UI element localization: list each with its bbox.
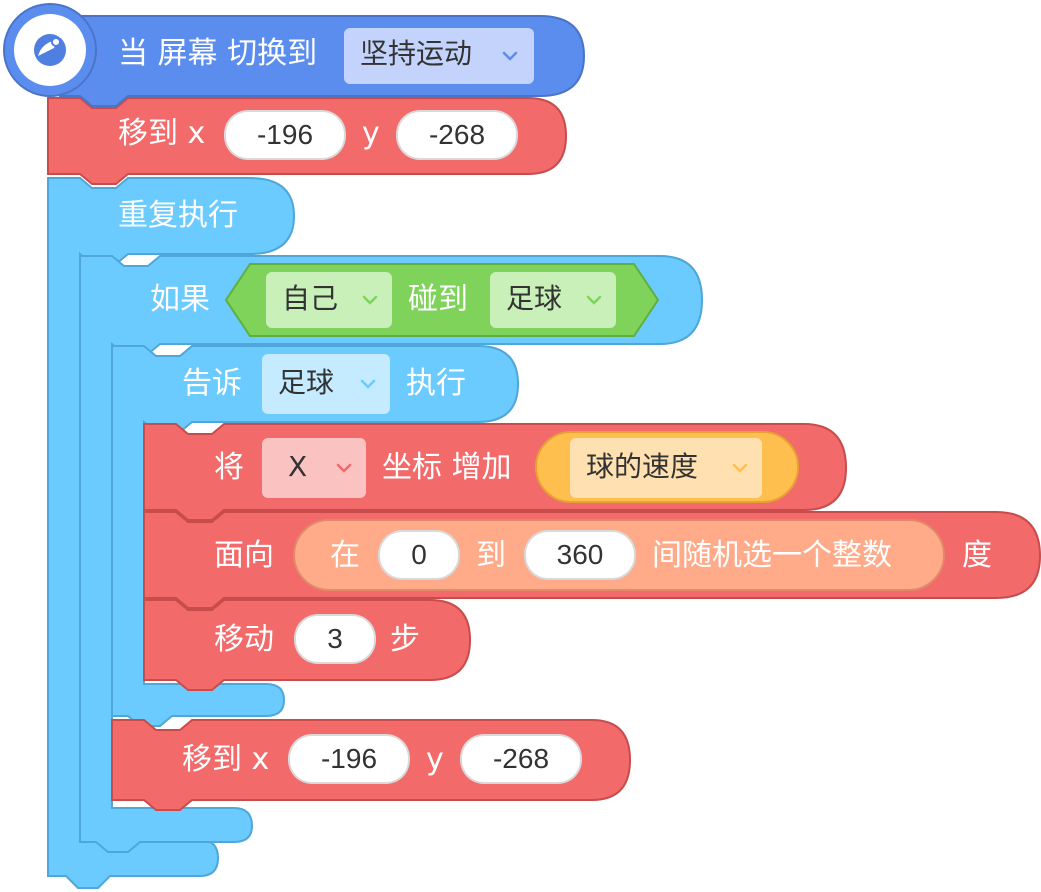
tell-suffix: 执行 <box>406 366 466 401</box>
chevron-down-icon <box>362 295 378 305</box>
random-suffix: 间随机选一个整数 <box>652 538 892 573</box>
move-to-2-y-input[interactable]: -268 <box>460 734 582 784</box>
touch-label: 碰到 <box>408 282 468 317</box>
chevron-down-icon <box>360 379 376 389</box>
random-to-input[interactable]: 360 <box>524 530 636 580</box>
touch-target-dropdown[interactable]: 足球 <box>490 272 616 328</box>
point-direction-unit: 度 <box>962 538 992 573</box>
axis-dropdown[interactable]: X <box>262 438 366 498</box>
change-coord-label: 将 <box>214 450 244 485</box>
move-steps-label: 移动 <box>214 622 274 657</box>
move-to-1-label: 移到 x <box>118 116 206 151</box>
variable-value: 球的速度 <box>586 450 699 483</box>
point-direction-label: 面向 <box>214 538 274 573</box>
chevron-down-icon <box>502 51 518 61</box>
chevron-down-icon <box>336 463 352 473</box>
touch-sprite-dropdown[interactable]: 自己 <box>266 272 392 328</box>
random-to-label: 到 <box>476 538 506 573</box>
tell-target-value: 足球 <box>278 366 335 399</box>
tell-target-dropdown[interactable]: 足球 <box>262 354 390 414</box>
move-to-1-y-label: y <box>362 116 380 151</box>
axis-value: X <box>288 450 308 483</box>
move-to-2-y-label: y <box>426 742 444 777</box>
chevron-down-icon <box>732 463 748 473</box>
move-to-1-y-input[interactable]: -268 <box>396 110 518 160</box>
tell-label: 告诉 <box>182 366 242 401</box>
random-prefix: 在 <box>330 538 360 573</box>
screen-dropdown-value: 坚持运动 <box>360 37 473 70</box>
touch-target-value: 足球 <box>506 282 563 315</box>
touch-sprite-value: 自己 <box>282 282 339 315</box>
hat-label: 当 屏幕 切换到 <box>118 36 318 71</box>
repeat-label: 重复执行 <box>118 198 238 233</box>
random-from-input[interactable]: 0 <box>378 530 460 580</box>
screen-dropdown[interactable]: 坚持运动 <box>344 28 534 84</box>
move-steps-input[interactable]: 3 <box>294 614 376 664</box>
change-coord-middle: 坐标 增加 <box>382 450 512 485</box>
move-to-2-label: 移到 x <box>182 742 270 777</box>
satellite-dish-icon <box>28 28 72 72</box>
if-label: 如果 <box>150 282 210 317</box>
move-to-1-x-input[interactable]: -196 <box>224 110 346 160</box>
move-steps-unit: 步 <box>390 622 420 657</box>
chevron-down-icon <box>586 295 602 305</box>
move-to-2-x-input[interactable]: -196 <box>288 734 410 784</box>
variable-dropdown[interactable]: 球的速度 <box>570 438 762 498</box>
